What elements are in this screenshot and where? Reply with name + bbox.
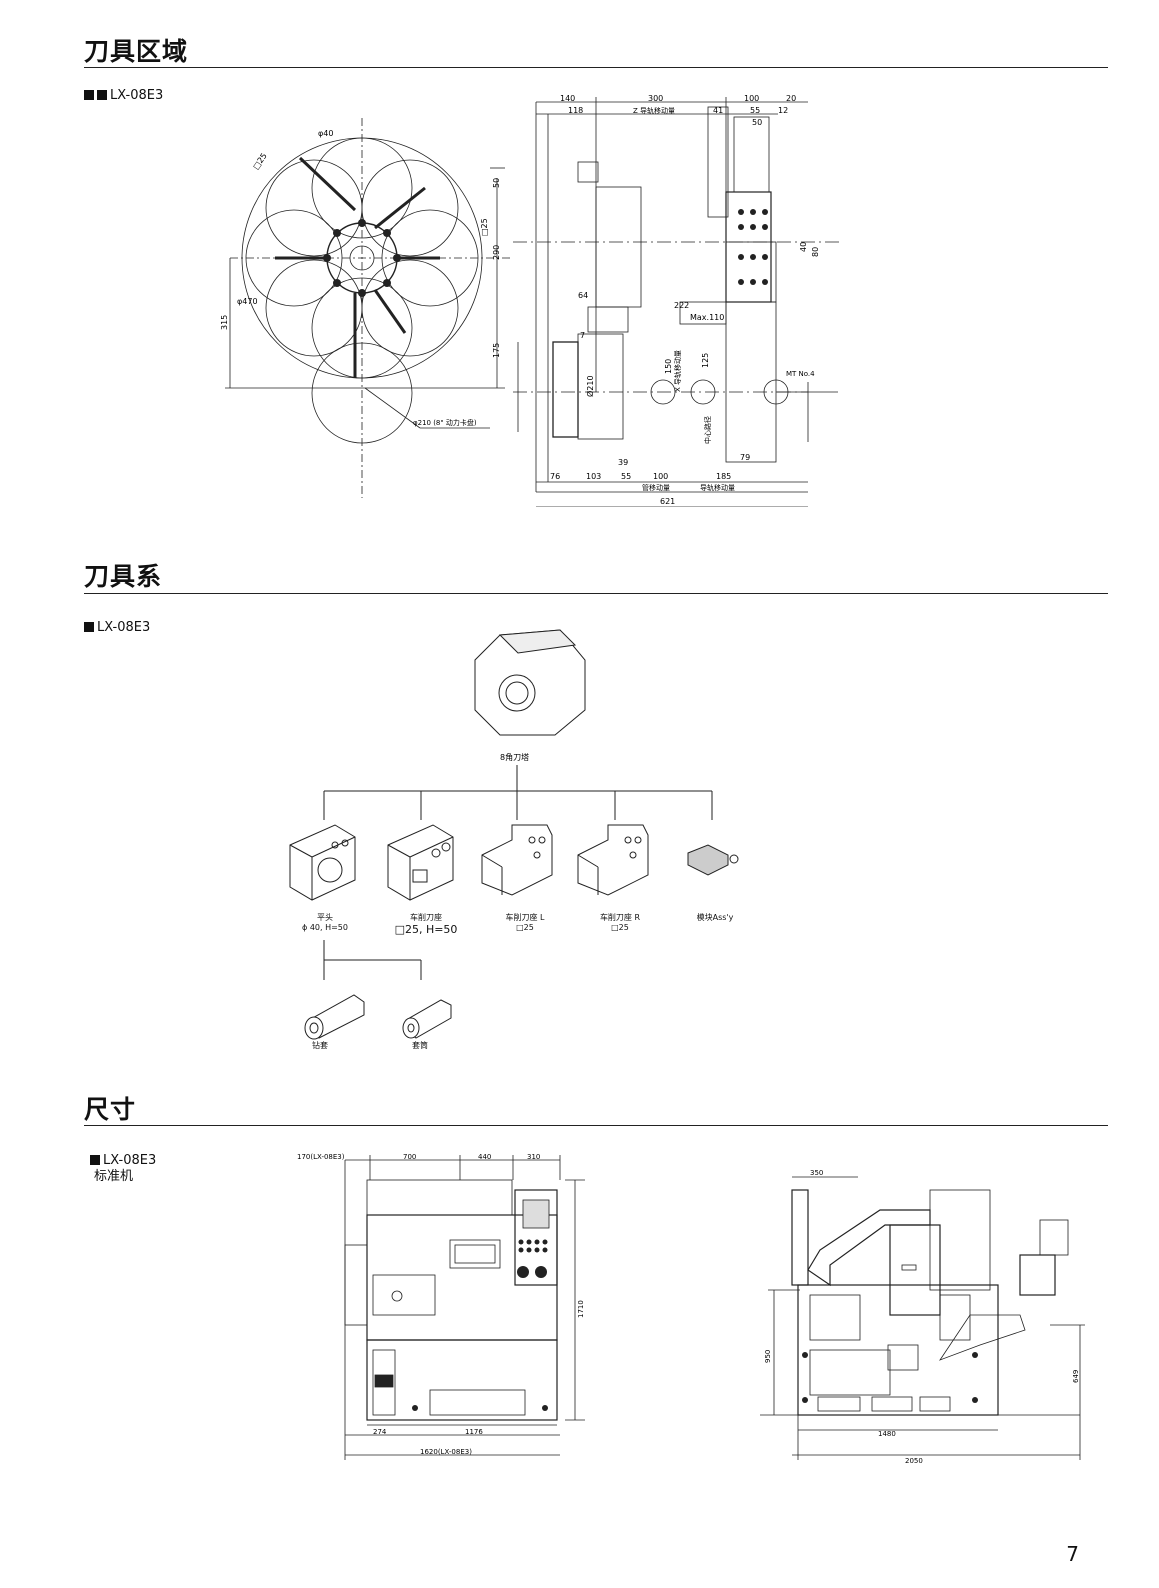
z-travel-label: Z 导轨移动量 bbox=[633, 106, 675, 115]
dim-1480: 1480 bbox=[878, 1430, 896, 1438]
dim-12: 12 bbox=[778, 106, 788, 115]
section-divider bbox=[84, 67, 1108, 68]
dim-315: 315 bbox=[220, 315, 229, 330]
dim-40: 40 bbox=[799, 242, 808, 252]
holder-spec: □25 bbox=[611, 923, 629, 932]
tooling-tree-drawing: 8角刀塔 bbox=[289, 629, 739, 1040]
dim-7: 7 bbox=[580, 331, 585, 340]
section-divider bbox=[84, 1125, 1108, 1126]
holder-label: 车削刀座 R □25 bbox=[580, 912, 660, 932]
dim-125: 125 bbox=[701, 353, 710, 368]
square-bullet-icon bbox=[84, 622, 94, 632]
dim-sq25-b: □25 bbox=[480, 218, 489, 236]
holder-name: 车削刀座 bbox=[410, 913, 442, 922]
square-bullet-icon bbox=[97, 90, 107, 100]
holder-label: 模块Ass'y bbox=[675, 912, 755, 923]
dim-50-top: 50 bbox=[752, 118, 762, 127]
center-path-label: 中心路径 bbox=[703, 416, 712, 444]
dim-phi40: φ40 bbox=[318, 129, 333, 138]
square-bullet-icon bbox=[84, 90, 94, 100]
dim-310: 310 bbox=[527, 1153, 540, 1161]
model-label: LX-08E3 bbox=[84, 88, 163, 104]
dim-1710: 1710 bbox=[577, 1300, 585, 1318]
dim-185: 185 bbox=[716, 472, 731, 481]
dim-80: 80 bbox=[811, 247, 820, 257]
dim-sq25-a: □25 bbox=[251, 151, 269, 171]
dim-55-top: 55 bbox=[750, 106, 760, 115]
page-number: 7 bbox=[1066, 1542, 1079, 1566]
x-travel-label: X 导轨移动量 bbox=[673, 350, 682, 392]
section-title-dimensions: 尺寸 bbox=[84, 1095, 137, 1124]
dim-phi470: φ470 bbox=[237, 297, 258, 306]
holder-spec: □25 bbox=[516, 923, 534, 932]
holder-label: 平头 ϕ 40, H=50 bbox=[290, 912, 360, 932]
dim-1176: 1176 bbox=[465, 1428, 483, 1436]
holder-name: 车削刀座 L bbox=[505, 913, 545, 922]
dim-76: 76 bbox=[550, 472, 560, 481]
sleeve-label: 套筒 bbox=[412, 1041, 428, 1050]
dim-1620: 1620(LX-08E3) bbox=[420, 1448, 472, 1456]
dim-700: 700 bbox=[403, 1153, 416, 1161]
dim-150: 150 bbox=[664, 359, 673, 374]
dim-222: 222 bbox=[674, 301, 689, 310]
dim-290: 290 bbox=[492, 245, 501, 260]
machine-side-drawing: 350 950 649 1480 2050 bbox=[760, 1169, 1085, 1465]
holder-spec: □25, H=50 bbox=[394, 923, 458, 936]
rail-travel-label: 导轨移动量 bbox=[700, 483, 735, 492]
dim-64: 64 bbox=[578, 291, 588, 300]
dim-170: 170(LX-08E3) bbox=[297, 1153, 345, 1161]
dim-440: 440 bbox=[478, 1153, 491, 1161]
dim-79: 79 bbox=[740, 453, 750, 462]
turret-label: 8角刀塔 bbox=[500, 752, 529, 762]
square-bullet-icon bbox=[90, 1155, 100, 1165]
dim-103: 103 bbox=[586, 472, 601, 481]
model-note: 标准机 bbox=[94, 1169, 134, 1184]
holder-name: 模块Ass'y bbox=[696, 913, 734, 922]
dim-d210: Ø210 bbox=[585, 375, 595, 397]
dim-621: 621 bbox=[660, 497, 675, 506]
dim-118: 118 bbox=[568, 106, 583, 115]
holder-name: 车削刀座 R bbox=[599, 913, 641, 922]
dim-50: 50 bbox=[492, 178, 501, 188]
tube-travel-label: 管移动量 bbox=[642, 483, 670, 492]
model-label: LX-08E3 标准机 bbox=[90, 1153, 156, 1185]
dim-350: 350 bbox=[810, 1169, 823, 1177]
dim-300: 300 bbox=[648, 94, 663, 103]
holder-label: 车削刀座 □25, H=50 bbox=[386, 912, 466, 936]
holder-name: 平头 bbox=[317, 913, 333, 922]
dim-100: 100 bbox=[744, 94, 759, 103]
sleeve-label: 钻套 bbox=[312, 1041, 328, 1050]
section-title-tooling-system: 刀具系 bbox=[84, 562, 163, 591]
dim-41: 41 bbox=[713, 106, 723, 115]
mt-label: MT No.4 bbox=[786, 370, 815, 378]
dim-649: 649 bbox=[1072, 1370, 1080, 1383]
dim-175: 175 bbox=[492, 343, 501, 358]
dim-100-bottom: 100 bbox=[653, 472, 668, 481]
turret-front-drawing: φ40 □25 50 □25 290 φ470 315 175 φ210 (8"… bbox=[220, 118, 510, 498]
dim-2050: 2050 bbox=[905, 1457, 923, 1465]
section-title-tool-area: 刀具区域 bbox=[84, 37, 189, 66]
turret-side-drawing: 140 300 100 20 118 Z 导轨移动量 41 55 12 50 4… bbox=[513, 94, 843, 507]
dim-274: 274 bbox=[373, 1428, 387, 1436]
holder-spec: ϕ 40, H=50 bbox=[302, 923, 348, 932]
section-divider bbox=[84, 593, 1108, 594]
machine-front-drawing: 170(LX-08E3) 700 440 310 1710 274 1176 1… bbox=[297, 1153, 585, 1460]
dim-20: 20 bbox=[786, 94, 796, 103]
dim-max110: Max.110 bbox=[690, 313, 724, 322]
chuck-label: φ210 (8" 动力卡盘) bbox=[413, 418, 477, 427]
holder-label: 车削刀座 L □25 bbox=[485, 912, 565, 932]
dim-140: 140 bbox=[560, 94, 575, 103]
dim-950: 950 bbox=[764, 1350, 772, 1363]
dim-55-bottom: 55 bbox=[621, 472, 631, 481]
model-label: LX-08E3 bbox=[84, 620, 150, 636]
dim-39: 39 bbox=[618, 458, 628, 467]
